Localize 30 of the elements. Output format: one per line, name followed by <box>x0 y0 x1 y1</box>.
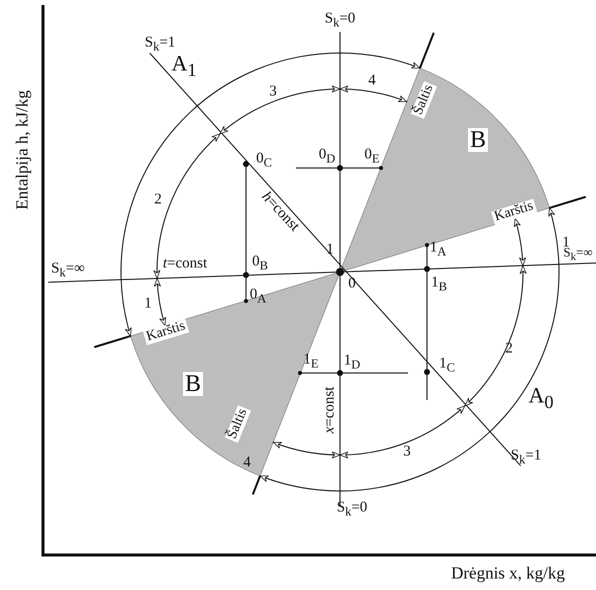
segment-number: 2 <box>154 192 162 208</box>
line-label: S$_{k}$=∞ <box>51 261 85 279</box>
point-label: 1$_{C}$ <box>439 356 455 374</box>
segment-number: 3 <box>269 84 277 100</box>
segment-number: 3 <box>403 444 411 460</box>
point-label: 1 <box>326 242 334 258</box>
point-label: 1$_{B}$ <box>431 275 447 293</box>
line-label: S$_{k}$=1 <box>510 448 542 466</box>
line-label: S$_{k}$=0 <box>324 11 356 29</box>
point-label: 0$_{C}$ <box>256 151 272 169</box>
line-label: x=const <box>322 386 338 434</box>
point-label: 1$_{A}$ <box>430 240 446 258</box>
line-label: S$_{k}$=1 <box>144 35 176 53</box>
axis-title: Drėgnis x, kg/kg <box>451 564 565 582</box>
segment-number: 2 <box>505 342 513 356</box>
region-label: B <box>183 372 203 396</box>
region-label: B <box>468 128 488 152</box>
axis-title: Entalpija h, kJ/kg <box>14 90 30 210</box>
point-label: 0$_{E}$ <box>364 147 380 165</box>
segment-number: 4 <box>243 456 251 470</box>
region-label: A$_{1}$ <box>171 52 197 80</box>
point-label: 0$_{D}$ <box>318 147 336 165</box>
point-label: 1$_{E}$ <box>303 352 319 370</box>
line-label: t=const <box>162 256 208 272</box>
segment-number: 4 <box>368 74 376 88</box>
segment-number: 1 <box>144 296 152 312</box>
region-label: A$_{0}$ <box>528 384 554 412</box>
point-label: 0$_{A}$ <box>250 287 266 305</box>
point-label: 0$_{B}$ <box>252 254 268 272</box>
point-label: 1$_{D}$ <box>344 353 360 371</box>
